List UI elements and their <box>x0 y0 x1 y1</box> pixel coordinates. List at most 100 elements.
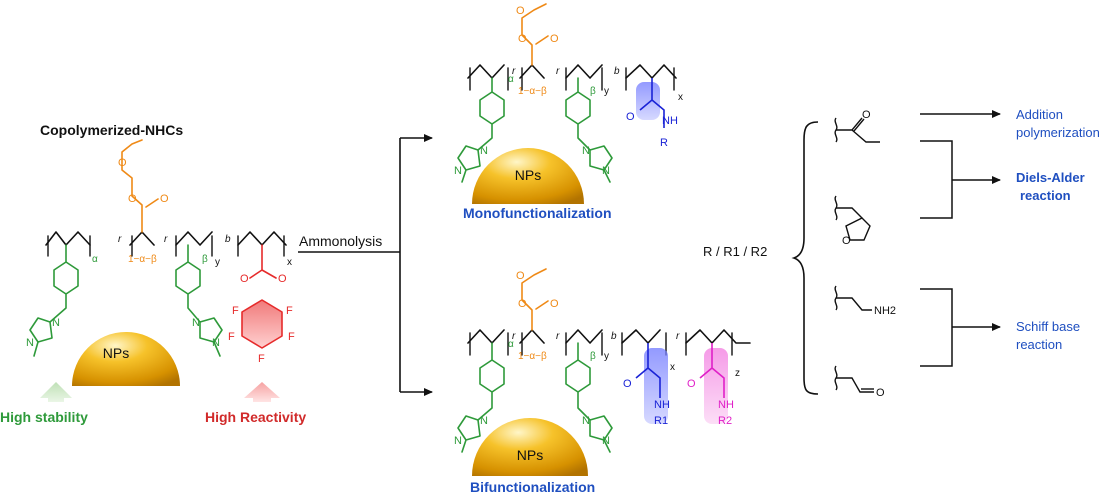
left-pfp-ring <box>241 299 283 349</box>
bi-styrene-2 <box>565 342 591 421</box>
right-arrows <box>920 110 1001 367</box>
mono-beta: β <box>590 86 596 97</box>
ammonolysis-label: Ammonolysis <box>299 233 382 249</box>
mono-y: y <box>604 86 609 97</box>
mono-ester-chain <box>521 3 547 66</box>
high-stability-label: High stability <box>0 409 88 425</box>
bi-r-1: r <box>512 331 516 342</box>
mono-styrene-2 <box>565 77 591 151</box>
bi-amide-2-o: O <box>687 378 696 390</box>
mono-n-1: N <box>480 145 488 157</box>
bi-o-1: O <box>518 298 527 310</box>
left-imidazole-2 <box>199 317 223 357</box>
mono-n-3: N <box>582 145 590 157</box>
mono-nanoparticle <box>472 148 584 204</box>
addition-line-1: Addition <box>1016 107 1063 122</box>
mono-styrene-1 <box>477 77 505 151</box>
bi-ester-chain <box>521 268 547 331</box>
left-f-1: F <box>232 305 239 317</box>
mono-one-minus: 1−α−β <box>518 86 547 97</box>
mono-o-3: O <box>516 5 525 17</box>
bi-amide-1-glow <box>644 348 668 424</box>
left-y: y <box>215 257 220 268</box>
bi-y: y <box>604 351 609 362</box>
left-pfp-o-2: O <box>278 273 287 285</box>
left-n-3: N <box>192 317 200 329</box>
bi-amide-1 <box>635 343 661 398</box>
big-brace <box>791 121 819 395</box>
bi-n-4: N <box>602 435 610 447</box>
left-np-label: NPs <box>103 345 129 361</box>
left-n-2: N <box>26 337 34 349</box>
mono-x: x <box>678 92 683 103</box>
left-n-4: N <box>212 337 220 349</box>
acryloyl-o: O <box>862 109 871 121</box>
furan-o: O <box>842 235 851 247</box>
left-r-mark-1: r <box>118 234 122 245</box>
mono-np-label: NPs <box>515 167 541 183</box>
bi-styrene-1 <box>477 342 505 421</box>
aminoethyl-group <box>834 285 872 311</box>
bi-np-label: NPs <box>517 447 543 463</box>
left-atoms: O O O 1−α−β α r r β y b x N N N N O O F … <box>26 157 295 365</box>
bifunctionalization-label: Bifunctionalization <box>470 479 595 495</box>
high-reactivity-label: High Reactivity <box>205 409 306 425</box>
addition-polymerization-label: Addition polymerization <box>1016 107 1100 140</box>
bi-beta: β <box>590 351 596 362</box>
mono-o-2: O <box>550 33 559 45</box>
mono-amide-r: R <box>660 137 668 149</box>
left-ester-chain <box>121 139 143 233</box>
bi-alpha: α <box>508 339 514 350</box>
bi-n-2: N <box>454 435 462 447</box>
bi-amide-1-o: O <box>623 378 632 390</box>
left-n-1: N <box>52 317 60 329</box>
mono-r-1: r <box>512 66 516 77</box>
left-f-2: F <box>286 305 293 317</box>
title-copolymerized-nhcs: Copolymerized-NHCs <box>40 122 183 138</box>
amine-nh2: NH2 <box>874 305 896 317</box>
bi-amide-2-glow <box>704 348 728 424</box>
mono-n-2: N <box>454 165 462 177</box>
bi-amide-2 <box>699 343 725 398</box>
left-styrene-1 <box>49 244 79 323</box>
left-x: x <box>287 257 292 268</box>
diels-alder-line-1: Diels-Alder <box>1016 170 1085 185</box>
mono-alpha: α <box>508 74 514 85</box>
ammonolysis-arrows <box>298 134 433 396</box>
mono-r-2: r <box>556 66 560 77</box>
left-beta: β <box>202 254 208 265</box>
addition-line-2: polymerization <box>1016 125 1100 140</box>
bi-one-minus: 1−α−β <box>518 351 547 362</box>
left-b: b <box>225 234 231 245</box>
bi-n-1: N <box>480 415 488 427</box>
left-imidazole-1 <box>29 317 53 357</box>
mono-atoms: O O O 1−α−β α r r β y b x O NH R N N N N <box>454 5 683 177</box>
left-nanoparticle <box>72 332 180 386</box>
monofunctionalization-label: Monofunctionalization <box>463 205 612 221</box>
bi-o-2: O <box>550 298 559 310</box>
left-f-5: F <box>258 353 265 365</box>
furfuryl-group <box>834 195 871 241</box>
mono-n-4: N <box>602 165 610 177</box>
bi-r-2: r <box>556 331 560 342</box>
left-pfp-chain <box>249 244 277 279</box>
mono-amide-glow <box>636 82 660 120</box>
bi-atoms: O O O 1−α−β α r r β y b x r z O NH R1 O … <box>454 270 740 447</box>
left-one-minus: 1−α−β <box>128 254 157 265</box>
bi-n-3: N <box>582 415 590 427</box>
mono-b: b <box>614 66 620 77</box>
bi-x: x <box>670 362 675 373</box>
mono-amide-nh: NH <box>662 115 678 127</box>
bi-amide-1-nh: NH <box>654 399 670 411</box>
bi-amide-2-nh: NH <box>718 399 734 411</box>
left-o-ether: O <box>118 157 127 169</box>
left-o-ester-2: O <box>160 193 169 205</box>
schiff-base-label: Schiff base reaction <box>1016 319 1084 352</box>
reactivity-arrow <box>244 382 280 402</box>
bi-o-3: O <box>516 270 525 282</box>
schiff-line-1: Schiff base <box>1016 319 1080 334</box>
bi-z: z <box>735 368 740 379</box>
mono-polymer <box>457 3 677 183</box>
mono-amide-o: O <box>626 111 635 123</box>
diels-alder-label: Diels-Alder reaction <box>1016 170 1088 203</box>
